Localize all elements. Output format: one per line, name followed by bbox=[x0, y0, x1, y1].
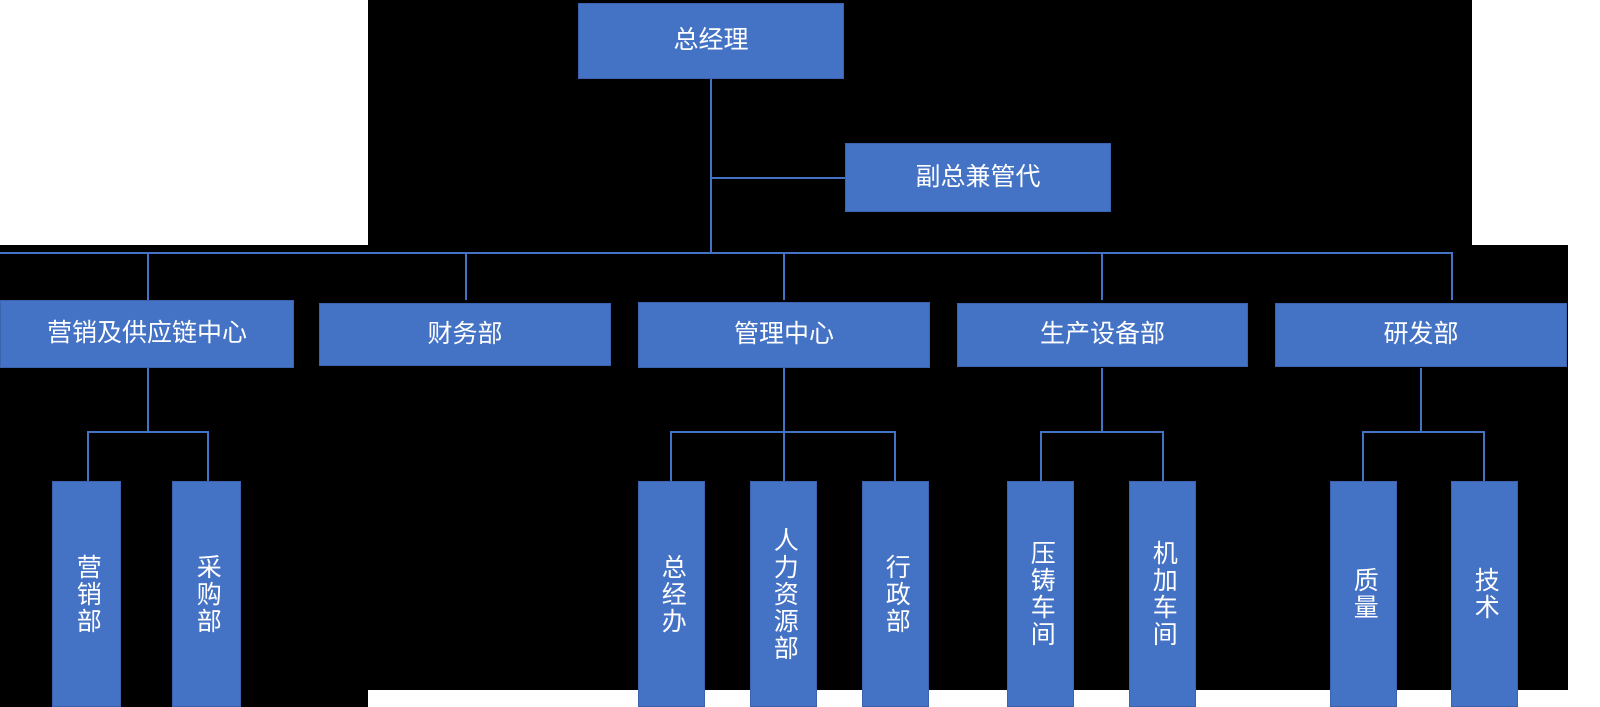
node-production-equipment-department[interactable]: 生产设备部 bbox=[957, 303, 1248, 367]
page-margin-bottom-right bbox=[368, 690, 1600, 707]
node-die-casting-workshop[interactable]: 压铸车间 bbox=[1007, 481, 1074, 707]
connector-rnd-bar bbox=[1362, 431, 1484, 433]
node-administration-department[interactable]: 行政部 bbox=[862, 481, 929, 707]
connector-rnd-child2 bbox=[1483, 431, 1485, 481]
node-label: 压铸车间 bbox=[1027, 540, 1056, 648]
node-label: 机加车间 bbox=[1149, 540, 1178, 648]
connector-rnd-stem bbox=[1420, 368, 1422, 432]
node-label: 人力资源部 bbox=[770, 526, 799, 662]
node-label: 总经办 bbox=[658, 553, 687, 635]
connector-management-child1 bbox=[670, 431, 672, 481]
node-label: 财务部 bbox=[427, 319, 503, 348]
node-marketing-department[interactable]: 营销部 bbox=[52, 481, 121, 707]
connector-marketing-bar bbox=[87, 431, 209, 433]
node-label: 营销及供应链中心 bbox=[46, 319, 247, 348]
connector-gm-to-deputy bbox=[710, 177, 845, 179]
connector-management-stem bbox=[783, 368, 785, 432]
node-quality[interactable]: 质量 bbox=[1330, 481, 1397, 707]
node-purchasing-department[interactable]: 采购部 bbox=[172, 481, 241, 707]
node-label: 技术 bbox=[1471, 567, 1500, 621]
node-human-resources-department[interactable]: 人力资源部 bbox=[750, 481, 817, 707]
connector-drop-finance bbox=[465, 252, 467, 300]
connector-drop-production bbox=[1101, 252, 1103, 300]
connector-rnd-child1 bbox=[1362, 431, 1364, 481]
connector-drop-rnd bbox=[1451, 252, 1453, 300]
node-technology[interactable]: 技术 bbox=[1451, 481, 1518, 707]
connector-management-child3 bbox=[894, 431, 896, 481]
connector-production-child2 bbox=[1162, 431, 1164, 481]
connector-marketing-child2 bbox=[207, 431, 209, 481]
node-general-manager-office[interactable]: 总经办 bbox=[638, 481, 705, 707]
connector-marketing-stem bbox=[147, 368, 149, 432]
connector-management-child2 bbox=[783, 431, 785, 481]
node-finance-department[interactable]: 财务部 bbox=[319, 303, 611, 366]
node-marketing-supply-chain-center[interactable]: 营销及供应链中心 bbox=[0, 300, 294, 368]
connector-level2-bar bbox=[0, 252, 1453, 254]
node-deputy-general-manager[interactable]: 副总兼管代 bbox=[845, 143, 1111, 212]
node-label: 行政部 bbox=[882, 553, 911, 635]
connector-production-bar bbox=[1040, 431, 1164, 433]
connector-gm-trunk bbox=[710, 79, 712, 254]
node-label: 采购部 bbox=[193, 553, 222, 635]
node-label: 质量 bbox=[1350, 567, 1379, 621]
connector-drop-marketing bbox=[147, 252, 149, 300]
node-label: 营销部 bbox=[73, 553, 102, 635]
node-general-manager[interactable]: 总经理 bbox=[578, 3, 844, 79]
connector-production-child1 bbox=[1040, 431, 1042, 481]
connector-drop-management bbox=[783, 252, 785, 300]
node-label: 总经理 bbox=[673, 26, 749, 55]
node-research-development-department[interactable]: 研发部 bbox=[1275, 303, 1567, 367]
node-label: 研发部 bbox=[1383, 320, 1459, 349]
connector-production-stem bbox=[1101, 368, 1103, 432]
node-label: 管理中心 bbox=[733, 320, 834, 349]
node-label: 生产设备部 bbox=[1039, 320, 1165, 349]
connector-marketing-child1 bbox=[87, 431, 89, 481]
node-management-center[interactable]: 管理中心 bbox=[638, 302, 930, 368]
node-label: 副总兼管代 bbox=[915, 162, 1041, 191]
node-machining-workshop[interactable]: 机加车间 bbox=[1129, 481, 1196, 707]
